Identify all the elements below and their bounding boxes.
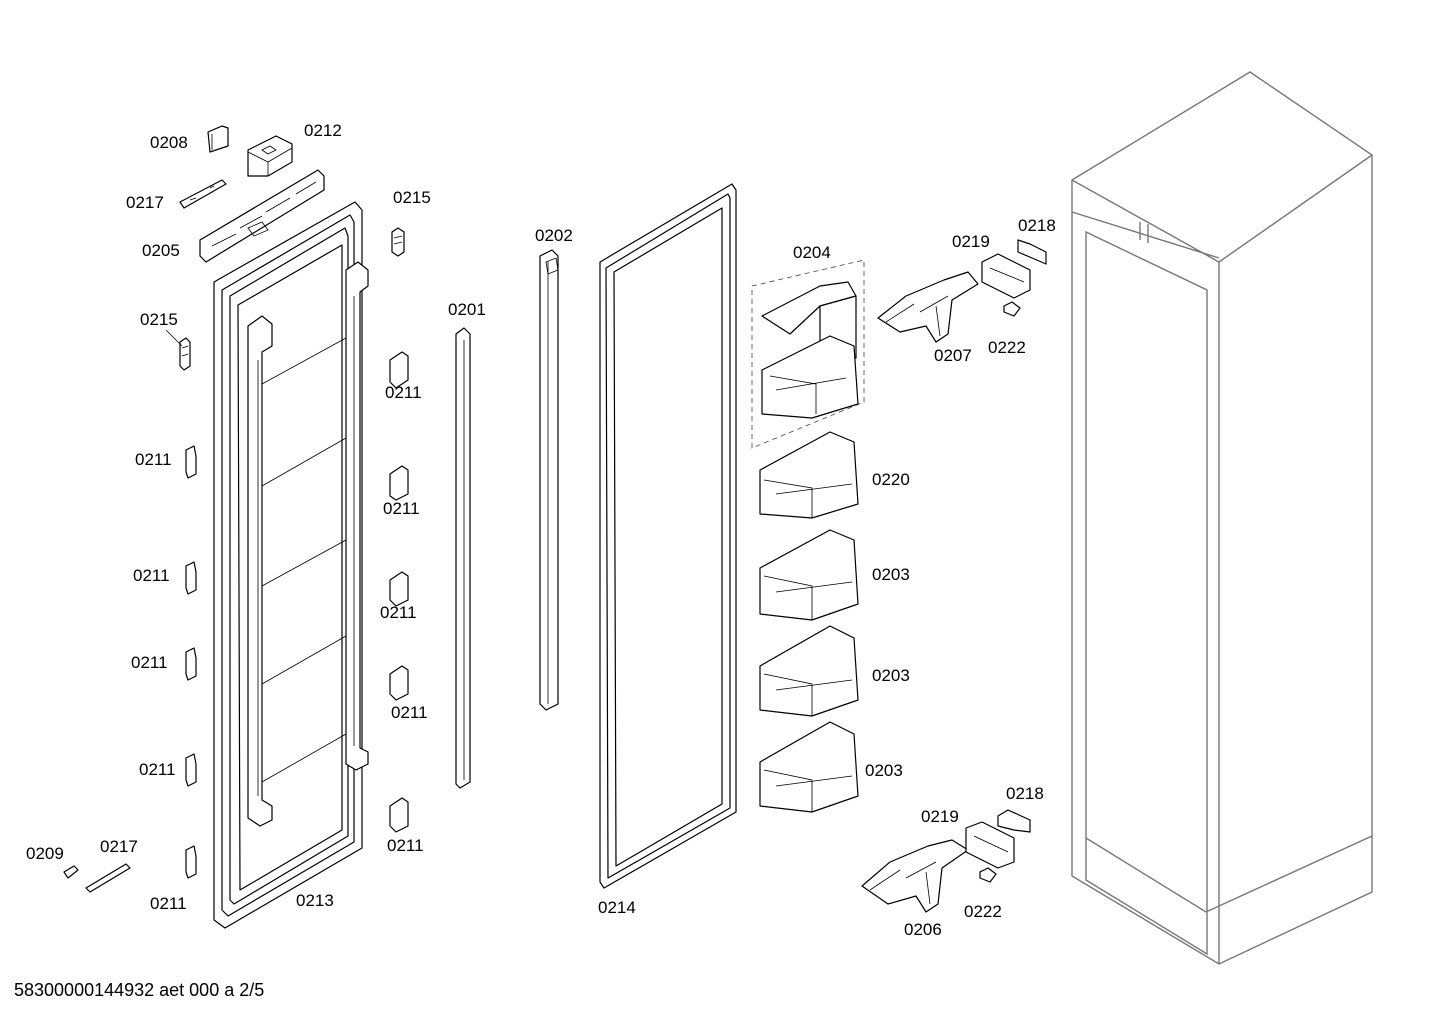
- label-0201: 0201: [448, 300, 486, 319]
- label-0211-l5: 0211: [150, 894, 187, 913]
- balcony-0203-2: [759, 625, 859, 717]
- part-0212: [247, 135, 293, 177]
- label-0215-left: 0215: [140, 310, 178, 329]
- plate-0219-bot: [965, 821, 1015, 869]
- label-0213: 0213: [296, 891, 334, 910]
- part-labels: 0208 0212 0217 0205 0215 0215 0202 0201 …: [26, 121, 1056, 939]
- label-0211-l1: 0211: [135, 450, 172, 469]
- part-0217-top: [179, 179, 227, 209]
- label-0206: 0206: [904, 920, 942, 939]
- part-0205: [199, 169, 325, 263]
- label-0209: 0209: [26, 844, 64, 863]
- label-0217-bot: 0217: [100, 837, 138, 856]
- part-0217-bot: [85, 863, 131, 893]
- label-0207: 0207: [934, 346, 972, 365]
- hinge-0207: [877, 271, 979, 343]
- label-0202: 0202: [535, 226, 573, 245]
- label-0211-l2: 0211: [133, 566, 170, 585]
- strip-0201: [455, 327, 471, 789]
- label-0211-r3: 0211: [380, 603, 417, 622]
- shim-0222-bot: [979, 867, 997, 883]
- label-0220: 0220: [872, 470, 910, 489]
- label-0203-2: 0203: [872, 666, 910, 685]
- label-0219-top: 0219: [952, 232, 990, 251]
- balcony-0203-3: [759, 721, 859, 813]
- label-0205: 0205: [142, 241, 180, 260]
- label-0222-bot: 0222: [964, 902, 1002, 921]
- balcony-0220: [759, 431, 859, 519]
- label-0208: 0208: [150, 133, 188, 152]
- label-0215-right: 0215: [393, 188, 431, 207]
- cabinet-housing: [1071, 71, 1373, 965]
- clip-0215-left: [165, 329, 191, 371]
- label-0211-l3: 0211: [131, 653, 168, 672]
- bracket-0211-set: [185, 351, 409, 879]
- label-0212: 0212: [304, 121, 342, 140]
- label-0211-r1: 0211: [385, 383, 422, 402]
- label-0218-top: 0218: [1018, 216, 1056, 235]
- label-0211-r4: 0211: [391, 703, 428, 722]
- label-0203-3: 0203: [865, 761, 903, 780]
- balcony-0203-1: [759, 529, 859, 621]
- label-0204: 0204: [793, 243, 831, 262]
- hinge-0206: [861, 839, 969, 913]
- label-0211-r5: 0211: [387, 836, 424, 855]
- shelf-group-0204: [751, 259, 865, 449]
- label-0219-bot: 0219: [921, 807, 959, 826]
- bracket-0218-top: [1017, 239, 1047, 265]
- drawing-reference-footer: 58300000144932 aet 000 a 2/5: [14, 980, 265, 1000]
- clip-0215-right: [391, 227, 405, 257]
- door-0213: [213, 201, 369, 929]
- label-0203-1: 0203: [872, 565, 910, 584]
- label-0211-l4: 0211: [139, 760, 176, 779]
- part-0209: [63, 865, 79, 879]
- strip-0202: [539, 249, 559, 711]
- plate-0219-top: [981, 253, 1031, 299]
- label-0222-top: 0222: [988, 338, 1026, 357]
- label-0214: 0214: [598, 898, 636, 917]
- label-0217-top: 0217: [126, 193, 164, 212]
- label-0211-r2: 0211: [383, 499, 420, 518]
- part-0208: [207, 125, 229, 153]
- label-0218-bot: 0218: [1006, 784, 1044, 803]
- bracket-0218-bot: [997, 809, 1031, 833]
- shim-0222-top: [1003, 301, 1021, 317]
- door-liner-0214: [599, 183, 737, 889]
